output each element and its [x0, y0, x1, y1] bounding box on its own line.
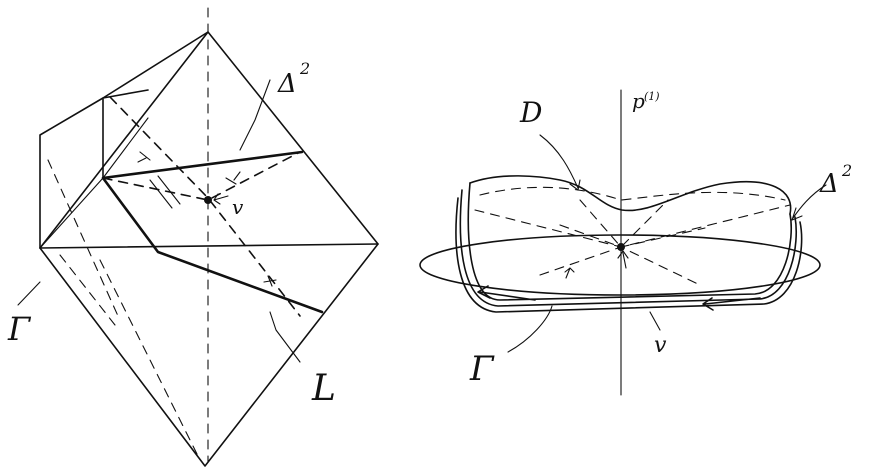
- dish-layer-1: [467, 182, 793, 301]
- left-L-label: L: [311, 368, 336, 409]
- disk-arrow-left: [477, 285, 536, 301]
- arrow-to-v: [213, 193, 229, 205]
- dish-rim-D: [469, 175, 792, 215]
- arrow-from-D: [539, 134, 581, 191]
- leader-delta: [239, 79, 271, 151]
- right-delta-superscript: 2: [841, 161, 852, 180]
- disk-arrow-right: [702, 297, 761, 311]
- right-figure: D p (1) Δ 2 Γ v: [419, 89, 852, 396]
- point-v-right: [617, 243, 625, 251]
- right-D-label: D: [519, 96, 542, 129]
- dish-dashed-radials: [474, 199, 791, 286]
- left-dashed-b: [102, 151, 301, 201]
- arrow-to-center: [617, 250, 629, 269]
- octahedron-equator: [39, 243, 379, 249]
- octahedron-outline: [39, 31, 379, 467]
- small-arrow-mark: [564, 267, 575, 279]
- dish-layer-3: [455, 197, 803, 313]
- leader-L: [269, 311, 301, 363]
- folded-face-inner: [102, 89, 149, 179]
- left-delta-superscript: 2: [299, 59, 310, 78]
- right-v-label: v: [654, 333, 667, 358]
- folded-face-dashed: [47, 159, 119, 317]
- left-dashed-a: [109, 96, 301, 317]
- right-p-label: p: [632, 89, 645, 113]
- leader-gamma-right: [507, 305, 553, 353]
- dish-layer-2: [459, 189, 798, 307]
- dish-dashed-inner-rim: [479, 186, 786, 201]
- right-gamma-label: Γ: [469, 349, 495, 389]
- hatch-marks: [137, 151, 277, 287]
- folded-face-outline: [39, 31, 209, 249]
- left-figure: Δ 2 Γ v L: [7, 7, 379, 467]
- leader-v-right: [649, 311, 661, 331]
- right-p-superscript: (1): [644, 90, 660, 103]
- arrow-from-delta: [791, 184, 827, 221]
- leader-gamma: [17, 281, 41, 306]
- wedge-line-upper: [39, 117, 149, 249]
- left-gamma-label: Γ: [7, 310, 32, 348]
- right-delta-label: Δ: [819, 169, 839, 199]
- disk-gamma: [419, 234, 821, 296]
- left-v-label: v: [232, 195, 244, 219]
- point-v: [204, 196, 212, 204]
- curve-L: [101, 150, 324, 314]
- left-dashed-c: [59, 254, 201, 461]
- left-delta-label: Δ: [277, 69, 297, 99]
